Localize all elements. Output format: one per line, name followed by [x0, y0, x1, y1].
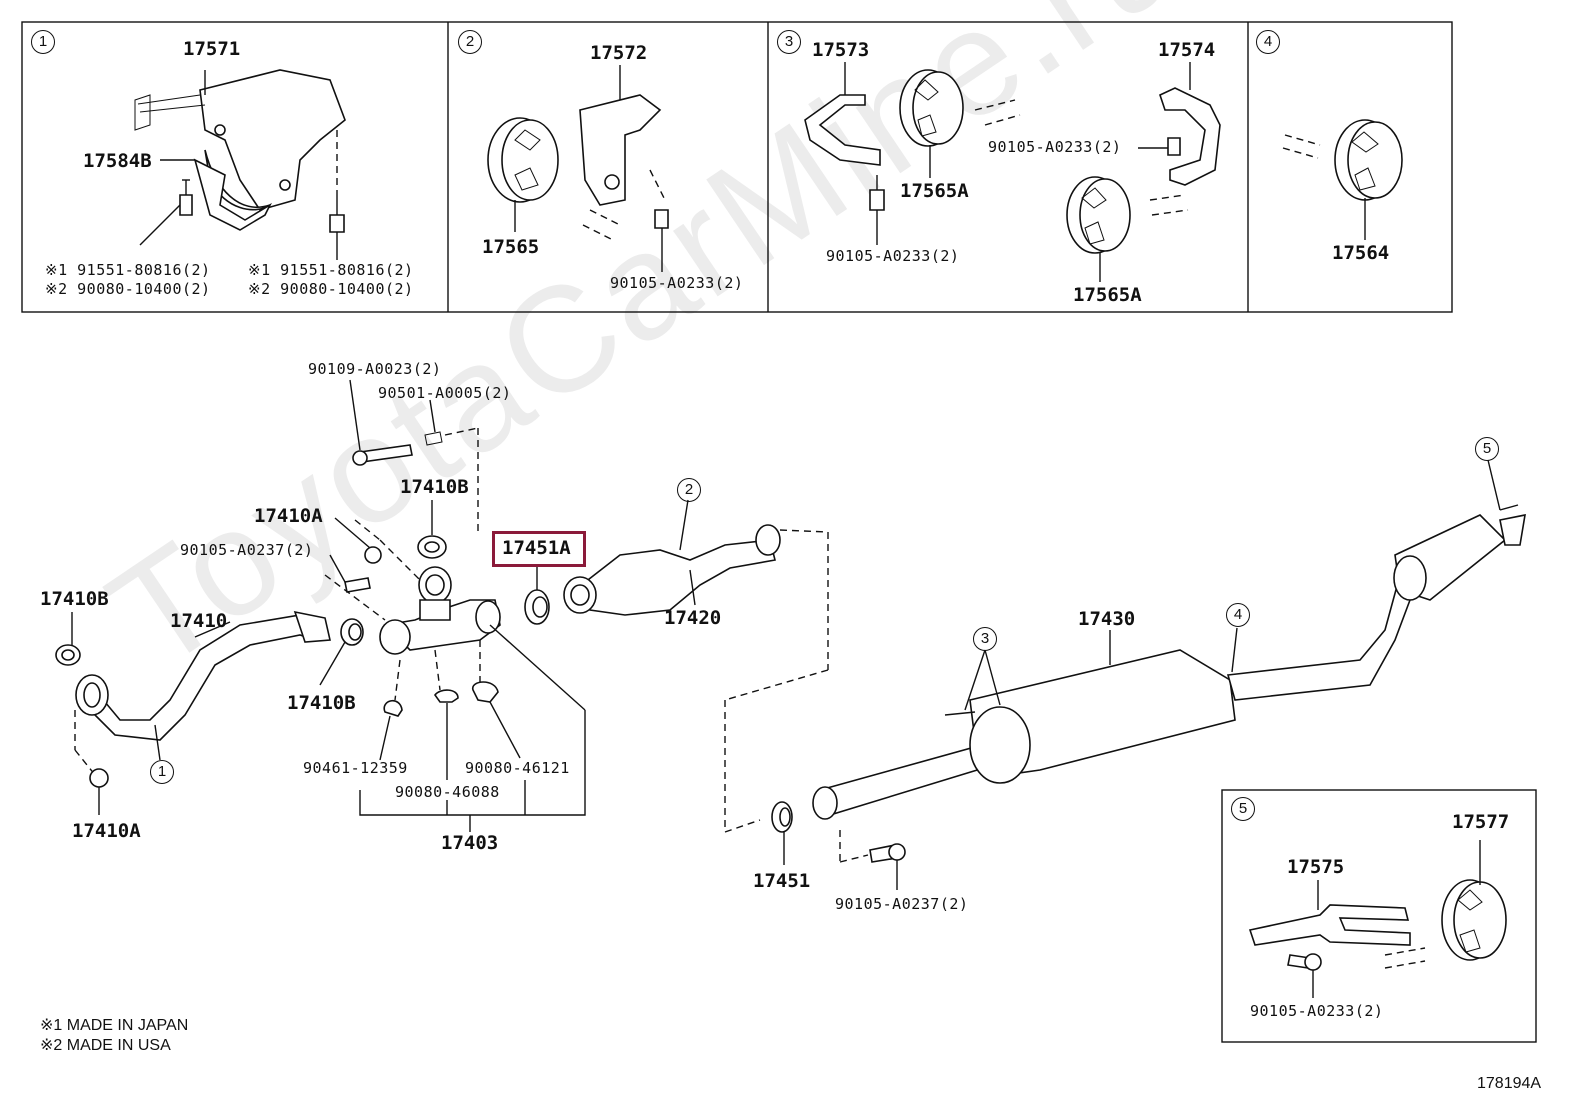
muffler-17430-drawing: [812, 459, 1526, 820]
bolt-panel1-left: [139, 179, 193, 246]
highlight-box: [492, 531, 586, 567]
part-17410A-bottom-label[interactable]: 17410A: [72, 820, 141, 842]
bolt-panel3-left: [869, 175, 885, 245]
bolt-90109-A0023-drawing: [349, 379, 479, 535]
ref-circle-5[interactable]: 5: [1475, 437, 1499, 461]
panel5-frame: [1221, 789, 1537, 1043]
converter-17420-drawing: [563, 499, 829, 833]
hanger-17564-drawing: [1282, 119, 1403, 240]
part-17451A-label[interactable]: 17451A: [502, 537, 571, 559]
gasket-17410B-top-drawing: [417, 500, 447, 559]
panel5-number: 5: [1231, 797, 1255, 821]
bracket-17571-drawing: [134, 69, 346, 231]
panel3-number: 3: [777, 30, 801, 54]
panel4-number: 4: [1256, 30, 1280, 54]
part-17420-label[interactable]: 17420: [664, 607, 722, 629]
part-17410-label[interactable]: 17410: [170, 610, 228, 632]
clamp-label-90461-12359[interactable]: 90461-12359: [303, 759, 408, 777]
bolt-label-panel3-right[interactable]: 90105-A0233(2): [988, 138, 1122, 156]
part-17565A-bottom-label[interactable]: 17565A: [1073, 284, 1142, 306]
part-17410B-top-label[interactable]: 17410B: [400, 476, 469, 498]
part-17451-label[interactable]: 17451: [753, 870, 811, 892]
bracket-17574-drawing: [1138, 62, 1221, 216]
gasket-17410B-left-drawing: [55, 612, 81, 666]
bolt-label-panel1-right-b[interactable]: ※2 90080-10400(2): [248, 280, 414, 298]
gasket-17451-drawing: [771, 801, 793, 865]
hanger-17565-drawing: [487, 117, 559, 232]
note-made-in-usa: ※2 MADE IN USA: [40, 1037, 171, 1054]
bracket-17575-drawing: [1248, 880, 1411, 946]
nut-17410A-top-drawing: [329, 517, 382, 593]
ref-circle-2[interactable]: 2: [677, 478, 701, 502]
clamp-label-90080-46121[interactable]: 90080-46121: [465, 759, 570, 777]
part-17565A-top-label[interactable]: 17565A: [900, 180, 969, 202]
panel2-number: 2: [458, 30, 482, 54]
bolt-label-panel5[interactable]: 90105-A0233(2): [1250, 1002, 1384, 1020]
bolt-label-90105-A0237-bottom[interactable]: 90105-A0237(2): [835, 895, 969, 913]
pipe-assy-17403-drawing: [324, 519, 586, 711]
diagram-id: 178194A: [1477, 1075, 1542, 1092]
bolt-label-90109-A0023[interactable]: 90109-A0023(2): [308, 360, 442, 378]
part-17573-label[interactable]: 17573: [812, 39, 870, 61]
bolt-label-panel1-right-a[interactable]: ※1 91551-80816(2): [248, 261, 414, 279]
bolt-label-90501-A0005[interactable]: 90501-A0005(2): [378, 384, 512, 402]
ref-circle-3[interactable]: 3: [973, 627, 997, 651]
bolt-label-panel2[interactable]: 90105-A0233(2): [610, 274, 744, 292]
note-made-in-japan: ※1 MADE IN JAPAN: [40, 1017, 189, 1034]
part-17410A-top-label[interactable]: 17410A: [254, 505, 323, 527]
hanger-17565A-top-drawing: [899, 69, 1021, 178]
part-17430-label[interactable]: 17430: [1078, 608, 1136, 630]
part-17584B-label[interactable]: 17584B: [83, 150, 152, 172]
part-17574-label[interactable]: 17574: [1158, 39, 1216, 61]
part-17403-label[interactable]: 17403: [441, 832, 499, 854]
clamps-drawing: [359, 681, 586, 832]
panel1-number: 1: [31, 30, 55, 54]
bolt-label-panel1-left-b[interactable]: ※2 90080-10400(2): [45, 280, 211, 298]
top-panels-frame: [21, 21, 1453, 313]
gasket-17451A-drawing: [524, 565, 550, 625]
part-17564-label[interactable]: 17564: [1332, 242, 1390, 264]
hanger-17565A-bottom-drawing: [1066, 176, 1131, 282]
part-17575-label[interactable]: 17575: [1287, 856, 1345, 878]
hanger-17577-drawing: [1441, 840, 1507, 961]
bolt-label-panel3-left[interactable]: 90105-A0233(2): [826, 247, 960, 265]
bracket-17572-drawing: [579, 65, 669, 272]
gasket-17410B-mid-drawing: [319, 618, 364, 686]
part-17572-label[interactable]: 17572: [590, 42, 648, 64]
bolt-panel1-right: [329, 130, 345, 260]
bolt-panel5-drawing: [1287, 947, 1426, 998]
front-pipe-17410-drawing: [74, 610, 331, 776]
part-17565-label[interactable]: 17565: [482, 236, 540, 258]
ref-circle-4[interactable]: 4: [1226, 603, 1250, 627]
part-17571-label[interactable]: 17571: [183, 38, 241, 60]
part-17577-label[interactable]: 17577: [1452, 811, 1510, 833]
part-17410B-left-label[interactable]: 17410B: [40, 588, 109, 610]
bolt-label-panel1-left-a[interactable]: ※1 91551-80816(2): [45, 261, 211, 279]
bolt-90105-A0237-bottom-drawing: [839, 830, 906, 890]
clamp-label-90080-46088[interactable]: 90080-46088: [395, 783, 500, 801]
bracket-17573-drawing: [804, 62, 881, 166]
bolt-label-90105-A0237-top[interactable]: 90105-A0237(2): [180, 541, 314, 559]
part-17410B-mid-label[interactable]: 17410B: [287, 692, 356, 714]
nut-17410A-bottom-drawing: [89, 768, 109, 815]
ref-circle-1[interactable]: 1: [150, 760, 174, 784]
